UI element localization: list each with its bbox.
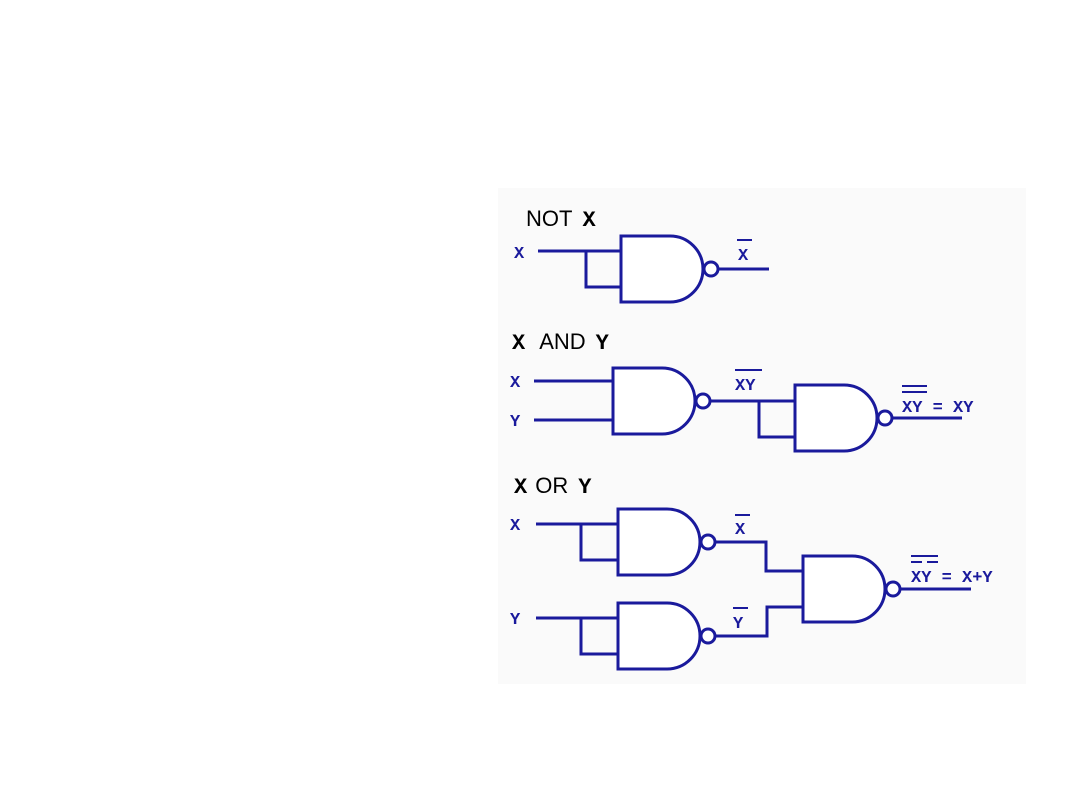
and-output-label: XY = XY (902, 399, 974, 418)
not-input-x-label: X (514, 245, 525, 264)
or-input-y-label: Y (510, 611, 521, 630)
not-output-label: X (738, 247, 749, 266)
and-intermediate-label: XY (735, 377, 756, 396)
and-title: X AND Y (512, 329, 610, 356)
not-nand-gate (619, 234, 705, 304)
or-nand-gate-final (801, 554, 887, 624)
or-input-x-wire (536, 522, 618, 562)
or-not-y-label: Y (733, 615, 744, 634)
and-title-var-y: Y (596, 331, 610, 356)
not-title: NOT X (526, 206, 596, 233)
and-nand-bubble-2 (876, 409, 894, 427)
not-nand-bubble (702, 260, 720, 278)
or-input-y-wire (536, 616, 618, 656)
and-nand-gate-2 (793, 383, 879, 453)
or-title-var-y: Y (578, 475, 592, 500)
and-nand-bubble-1 (694, 392, 712, 410)
and-title-var-x: X (512, 331, 526, 356)
or-section: X OR Y X Y X Y XY = X+Y (510, 473, 993, 671)
or-nand-bubble-not-x (699, 533, 717, 551)
or-title-var-x: X (514, 475, 528, 500)
and-input-y-label: Y (510, 413, 521, 432)
and-input-x-label: X (510, 374, 521, 393)
not-title-var: X (582, 208, 596, 233)
not-title-word: NOT (526, 206, 572, 231)
or-output-label: XY = X+Y (911, 569, 993, 588)
and-input-wires (534, 379, 613, 422)
not-input-wire (538, 249, 621, 289)
or-title: X OR Y (514, 473, 592, 500)
or-not-x-label: X (735, 521, 746, 540)
and-nand-gate-1 (611, 366, 697, 436)
or-input-x-label: X (510, 517, 521, 536)
not-section: NOT X X X (514, 206, 769, 304)
or-nand-gate-not-x (616, 507, 702, 577)
or-nand-gate-not-y (616, 601, 702, 671)
or-title-word: OR (535, 473, 568, 498)
and-title-word: AND (539, 329, 585, 354)
and-section: X AND Y X Y XY XY = XY (510, 329, 974, 453)
and-intermediate-wire (710, 399, 795, 439)
or-nand-bubble-not-y (699, 627, 717, 645)
or-nand-bubble-final (884, 580, 902, 598)
or-route-wires (715, 540, 803, 638)
